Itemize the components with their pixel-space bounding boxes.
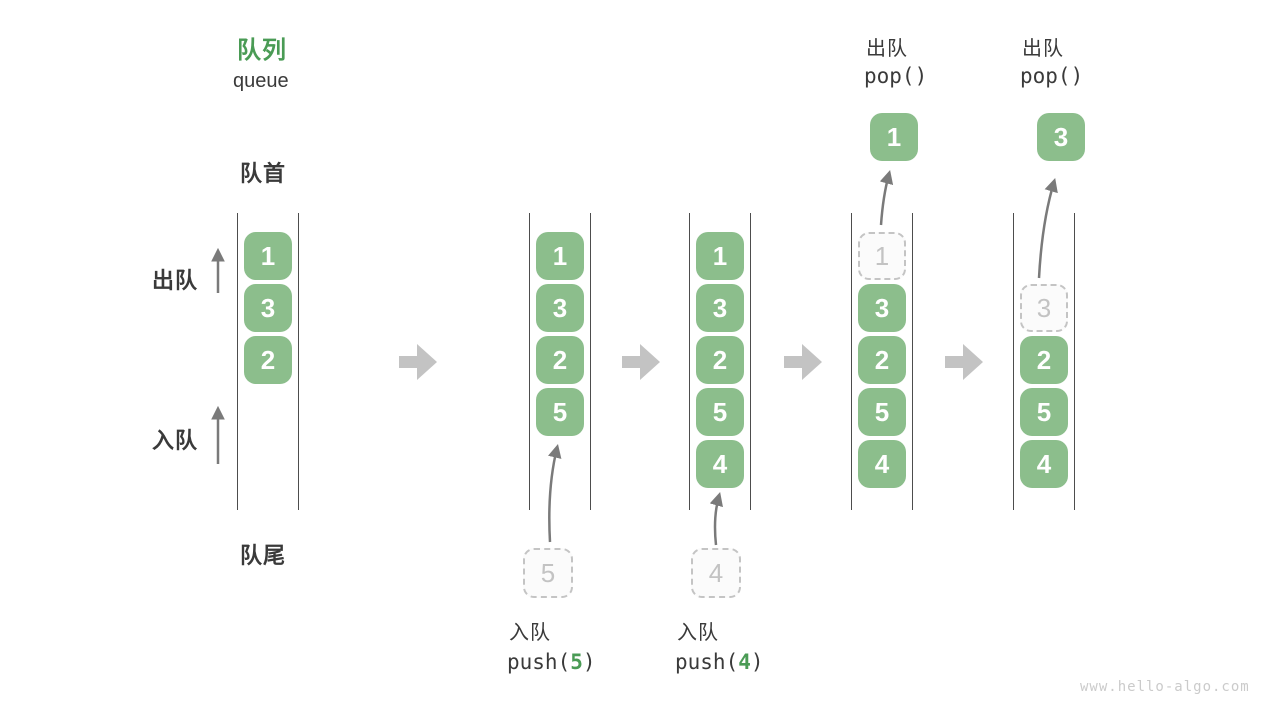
push4-label: 入队 bbox=[677, 622, 719, 644]
queue-cell: 2 bbox=[244, 336, 292, 384]
queue-cell: 5 bbox=[858, 388, 906, 436]
queue-cell: 3 bbox=[858, 284, 906, 332]
queue-cell: 3 bbox=[696, 284, 744, 332]
removed-cell-ghost: 1 bbox=[858, 232, 906, 280]
step-arrow-icon bbox=[622, 344, 660, 380]
queue-rail-state-4 bbox=[851, 213, 913, 510]
step-arrow-icon bbox=[945, 344, 983, 380]
pop2-label: 出队 bbox=[1022, 38, 1064, 60]
queue-cell: 4 bbox=[1020, 440, 1068, 488]
enqueue-side-label: 入队 bbox=[152, 428, 199, 453]
queue-cell: 2 bbox=[536, 336, 584, 384]
queue-cell: 4 bbox=[858, 440, 906, 488]
removed-cell-ghost: 3 bbox=[1020, 284, 1068, 332]
pop2-code: pop() bbox=[1020, 64, 1084, 88]
queue-cell: 3 bbox=[536, 284, 584, 332]
watermark: www.hello-algo.com bbox=[1080, 679, 1250, 695]
pop1-label: 出队 bbox=[866, 38, 908, 60]
diagram-title-zh: 队列 bbox=[237, 37, 287, 64]
queue-cell: 4 bbox=[696, 440, 744, 488]
push5-code-prefix: push( bbox=[507, 650, 571, 674]
queue-cell: 1 bbox=[244, 232, 292, 280]
push4-code: push(4) bbox=[675, 650, 764, 674]
queue-cell: 5 bbox=[696, 388, 744, 436]
staged-push-value: 5 bbox=[523, 548, 573, 598]
queue-cell: 2 bbox=[858, 336, 906, 384]
step-arrow-icon bbox=[784, 344, 822, 380]
staged-push-value: 4 bbox=[691, 548, 741, 598]
popped-value-cell: 3 bbox=[1037, 113, 1085, 161]
push5-label: 入队 bbox=[509, 622, 551, 644]
push4-code-arg: 4 bbox=[738, 650, 751, 674]
queue-rail-state-1 bbox=[237, 213, 299, 510]
queue-cell: 1 bbox=[696, 232, 744, 280]
queue-rail-state-5 bbox=[1013, 213, 1075, 510]
diagram-title-en: queue bbox=[233, 70, 289, 92]
queue-cell: 3 bbox=[244, 284, 292, 332]
push5-code-suffix: ) bbox=[582, 650, 596, 674]
push5-code: push(5) bbox=[507, 650, 596, 674]
pop1-code: pop() bbox=[864, 64, 928, 88]
queue-cell: 2 bbox=[1020, 336, 1068, 384]
queue-cell: 5 bbox=[1020, 388, 1068, 436]
queue-front-label: 队首 bbox=[240, 161, 287, 186]
queue-cell: 2 bbox=[696, 336, 744, 384]
queue-rear-label: 队尾 bbox=[240, 543, 287, 568]
queue-cell: 1 bbox=[536, 232, 584, 280]
dequeue-side-label: 出队 bbox=[152, 268, 199, 293]
queue-rail-state-3 bbox=[689, 213, 751, 510]
step-arrow-icon bbox=[399, 344, 437, 380]
queue-rail-state-2 bbox=[529, 213, 591, 510]
push4-code-suffix: ) bbox=[750, 650, 764, 674]
queue-cell: 5 bbox=[536, 388, 584, 436]
push5-code-arg: 5 bbox=[570, 650, 583, 674]
popped-value-cell: 1 bbox=[870, 113, 918, 161]
push4-code-prefix: push( bbox=[675, 650, 739, 674]
